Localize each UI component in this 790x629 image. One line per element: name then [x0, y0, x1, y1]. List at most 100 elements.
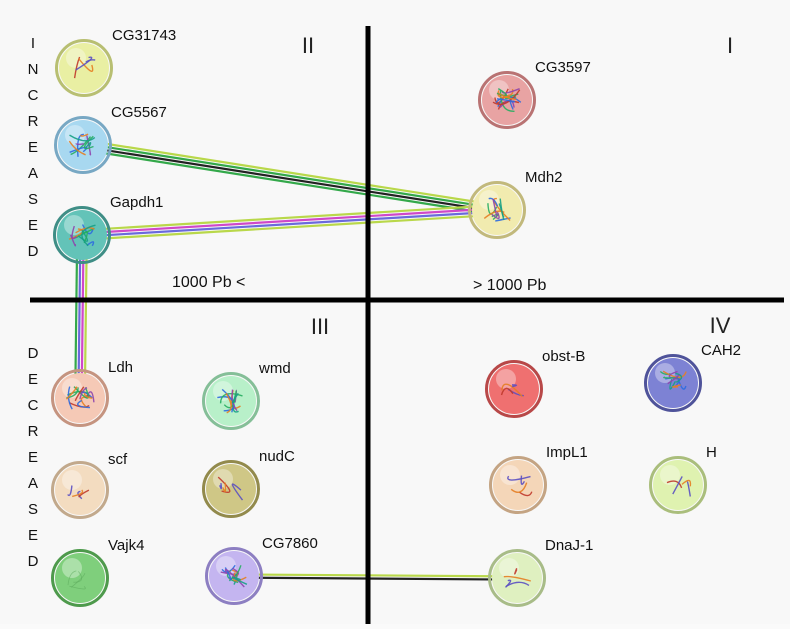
node-CG5567[interactable]: CG5567: [54, 104, 167, 174]
node-ring: [205, 547, 263, 605]
increased-letter: D: [28, 243, 39, 260]
node-circle: [59, 43, 109, 93]
node-circle: [206, 464, 256, 514]
node-label: CG3597: [535, 59, 591, 76]
decreased-letter: E: [28, 527, 38, 544]
node-label: Mdh2: [525, 169, 563, 186]
node-ring: [51, 549, 109, 607]
node-ring: [478, 71, 536, 129]
increased-letter: I: [31, 35, 35, 52]
increased-letter: C: [28, 87, 39, 104]
sparse-protein-icon: [217, 476, 244, 501]
node-circle: [493, 460, 543, 510]
decreased-letter: D: [28, 553, 39, 570]
node-ring: [644, 354, 702, 412]
edge-CG7860-DnaJ-1: [233, 573, 518, 581]
node-highlight: [66, 48, 86, 68]
node-ring: [649, 456, 707, 514]
node-label: H: [706, 444, 717, 461]
node-label: Gapdh1: [110, 194, 163, 211]
sparse-protein-icon: [507, 475, 533, 497]
node-label: Vajk4: [108, 537, 144, 554]
node-label: CG7860: [262, 535, 318, 552]
node-highlight: [62, 558, 82, 578]
quadrant-label-IV: IV: [710, 313, 731, 338]
node-DnaJ-1[interactable]: DnaJ-1: [488, 537, 594, 607]
increased-letter: E: [28, 139, 38, 156]
node-highlight: [62, 470, 82, 490]
edge-CG5567-Mdh2: [82, 139, 498, 216]
increased-letter: R: [28, 113, 39, 130]
protein-structure-icon: [68, 133, 96, 157]
node-ring: [53, 206, 111, 264]
edge-strand: [83, 139, 498, 207]
sparse-protein-icon: [500, 383, 524, 398]
axis-label-left: 1000 Pb <: [172, 274, 245, 291]
node-highlight: [500, 465, 520, 485]
node-CG3597[interactable]: CG3597: [478, 59, 591, 129]
node-label: nudC: [259, 448, 295, 465]
edge-strand: [82, 213, 498, 241]
node-ring: [468, 181, 526, 239]
node-ring: [489, 456, 547, 514]
node-highlight: [64, 215, 84, 235]
node-CG31743[interactable]: CG31743: [55, 27, 177, 97]
edge-strand: [81, 204, 497, 232]
faint-protein-icon: [67, 570, 86, 590]
node-wmd[interactable]: wmd: [202, 360, 291, 430]
sparse-protein-icon: [503, 568, 531, 588]
node-CAH2[interactable]: CAH2: [644, 342, 742, 412]
decreased-letter: D: [28, 345, 39, 362]
node-label: DnaJ-1: [545, 537, 593, 554]
node-label: CG31743: [112, 27, 176, 44]
dense-protein-icon: [65, 386, 95, 410]
node-nudC[interactable]: nudC: [202, 448, 296, 518]
node-label: Ldh: [108, 359, 133, 376]
node-ring: [488, 549, 546, 607]
node-Gapdh1[interactable]: Gapdh1: [53, 194, 164, 264]
node-CG7860[interactable]: CG7860: [205, 535, 318, 605]
decreased-letter: E: [28, 371, 38, 388]
increased-letter: A: [28, 165, 38, 182]
edge-strand: [83, 142, 498, 210]
node-obst-B[interactable]: obst-B: [485, 348, 586, 418]
edge-strand: [82, 210, 498, 238]
node-label: CG5567: [111, 104, 167, 121]
decreased-letter: S: [28, 501, 38, 518]
node-ring: [202, 460, 260, 518]
node-ImpL1[interactable]: ImpL1: [489, 444, 588, 514]
node-circle: [55, 553, 105, 603]
axis-label-right: > 1000 Pb: [473, 277, 547, 294]
edge-strand: [81, 207, 497, 235]
decreased-letter: C: [28, 397, 39, 414]
increased-letter: S: [28, 191, 38, 208]
node-Ldh[interactable]: Ldh: [51, 359, 134, 427]
node-ring: [54, 116, 112, 174]
node-H[interactable]: H: [649, 444, 717, 514]
protein-structure-icon: [483, 197, 511, 222]
node-ring: [55, 39, 113, 97]
quadrant-label-III: III: [311, 314, 329, 339]
increased-letter: N: [28, 61, 39, 78]
node-label: obst-B: [542, 348, 585, 365]
node-ring: [485, 360, 543, 418]
node-Mdh2[interactable]: Mdh2: [468, 169, 563, 239]
node-label: CAH2: [701, 342, 741, 359]
edge-strand: [82, 145, 497, 213]
node-circle: [472, 185, 522, 235]
sparse-protein-icon: [666, 476, 692, 497]
node-ring: [51, 461, 109, 519]
node-highlight: [496, 369, 516, 389]
node-highlight: [213, 469, 233, 489]
protein-structure-icon: [659, 370, 687, 390]
node-Vajk4[interactable]: Vajk4: [51, 537, 145, 607]
protein-structure-icon: [68, 224, 96, 247]
node-scf[interactable]: scf: [51, 451, 129, 519]
dense-protein-icon: [492, 88, 522, 113]
quadrant-label-I: I: [727, 33, 733, 58]
